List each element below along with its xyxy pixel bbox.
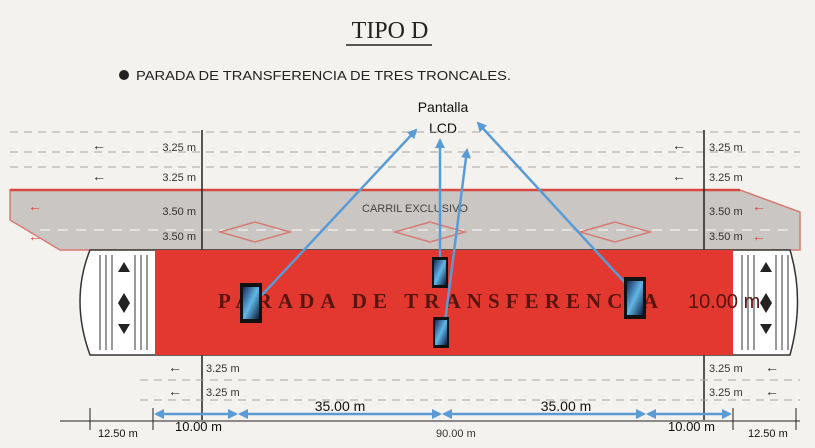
svg-text:←: ← — [168, 383, 182, 399]
platform-right-markers — [760, 262, 772, 334]
platform-left-hatch — [99, 255, 148, 350]
svg-text:←: ← — [28, 198, 42, 214]
lane-label: 3.50 m — [162, 231, 196, 243]
svg-text:←: ← — [672, 137, 686, 153]
lane-labels-top-right: 3.25 m 3.25 m 3.50 m 3.50 m — [709, 142, 743, 243]
lane-diamonds — [217, 221, 653, 243]
subtitle: PARADA DE TRANSFERENCIA DE TRES TRONCALE… — [136, 68, 511, 83]
dim-seg-left: 10.00 m — [175, 419, 222, 434]
dim-total: 90.00 m — [436, 428, 476, 440]
lane-labels-top-left: 3.25 m 3.25 m 3.50 m 3.50 m — [162, 142, 196, 243]
callout-label-lcd: LCD — [429, 120, 457, 136]
bullet-icon — [119, 70, 129, 80]
lcd-screen-left — [240, 283, 262, 323]
lane-label: 3.25 m — [162, 142, 196, 154]
platform-text: PARADA DE TRANSFERENCIA — [218, 289, 659, 313]
lane-label: 3.25 m — [162, 172, 196, 184]
callout-arrows — [261, 121, 629, 323]
lane-labels-bottom-right: 3.25 m 3.25 m — [709, 363, 743, 399]
dim-seg-mid-left: 35.00 m — [315, 398, 366, 414]
dimension-labels: 12.50 m 10.00 m 35.00 m 90.00 m 35.00 m … — [98, 398, 788, 440]
lane-label: 3.25 m — [206, 363, 240, 375]
svg-text:←: ← — [28, 228, 42, 244]
lane-label: 3.25 m — [709, 142, 743, 154]
dim-seg-right: 10.00 m — [668, 419, 715, 434]
dim-left-end: 12.50 m — [98, 428, 138, 440]
lane-label: 3.25 m — [709, 363, 743, 375]
lane-arrows-bottom: ← ← ← ← — [168, 359, 779, 399]
svg-text:←: ← — [672, 168, 686, 184]
top-lane-lines — [10, 131, 800, 168]
lcd-screen-center-top — [432, 257, 448, 288]
lane-labels-bottom-left: 3.25 m 3.25 m — [206, 363, 240, 399]
platform-right-hatch — [741, 255, 789, 350]
lane-label: 3.25 m — [709, 172, 743, 184]
dim-seg-mid-right: 35.00 m — [541, 398, 592, 414]
svg-text:←: ← — [752, 198, 766, 214]
lcd-screen-center-bottom — [433, 317, 449, 348]
svg-text:←: ← — [752, 228, 766, 244]
svg-text:←: ← — [765, 383, 779, 399]
lane-label: 3.50 m — [162, 206, 196, 218]
platform-width-label: 10.00 m — [688, 291, 760, 313]
dim-right-end: 12.50 m — [748, 428, 788, 440]
lane-label: 3.50 m — [709, 206, 743, 218]
lane-label: 3.50 m — [709, 231, 743, 243]
platform-left-markers — [118, 262, 130, 334]
lane-label: 3.25 m — [709, 387, 743, 399]
exclusive-lane-label: CARRIL EXCLUSIVO — [362, 203, 468, 215]
svg-text:←: ← — [765, 359, 779, 375]
svg-text:←: ← — [92, 137, 106, 153]
exclusive-lane-arrows: ← ← ← ← — [28, 198, 766, 244]
lane-arrows-top: ← ← ← ← — [92, 137, 686, 184]
callout-label-pantalla: Pantalla — [418, 99, 469, 115]
svg-text:←: ← — [92, 168, 106, 184]
svg-text:←: ← — [168, 359, 182, 375]
exclusive-lane-band — [9, 189, 801, 251]
lcd-screen-right — [624, 277, 646, 319]
dimension-ticks — [89, 408, 797, 430]
page-title: TIPO D — [352, 18, 429, 44]
lane-label: 3.25 m — [206, 387, 240, 399]
bottom-lane-lines — [140, 379, 800, 401]
